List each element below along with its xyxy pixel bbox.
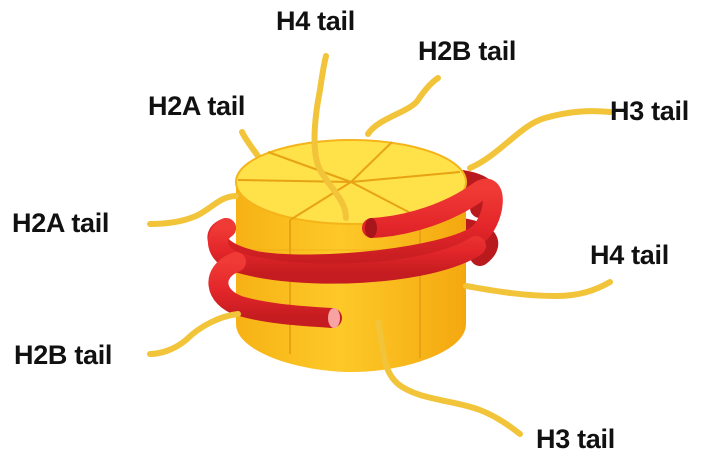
h2b-top-tail-line [368,78,438,134]
label-h4-tail-top: H4 tail [276,6,355,37]
label-h2a-tail-top: H2A tail [148,91,245,122]
h3-right-tail-line [470,111,610,168]
label-h2b-tail-top: H2B tail [418,36,516,67]
label-h4-tail-right: H4 tail [590,240,669,271]
h2b-bottom-tail-line [150,314,238,354]
h4-right-tail-line [466,282,610,296]
h2a-top-tail-line [242,132,258,156]
label-h2b-tail-bottom: H2B tail [14,340,112,371]
dna-end-upper [365,218,377,238]
label-h3-tail-bottom: H3 tail [536,424,615,455]
dna-end-lower [328,308,340,328]
label-h3-tail-right: H3 tail [610,96,689,127]
label-h2a-tail-left: H2A tail [12,208,109,239]
